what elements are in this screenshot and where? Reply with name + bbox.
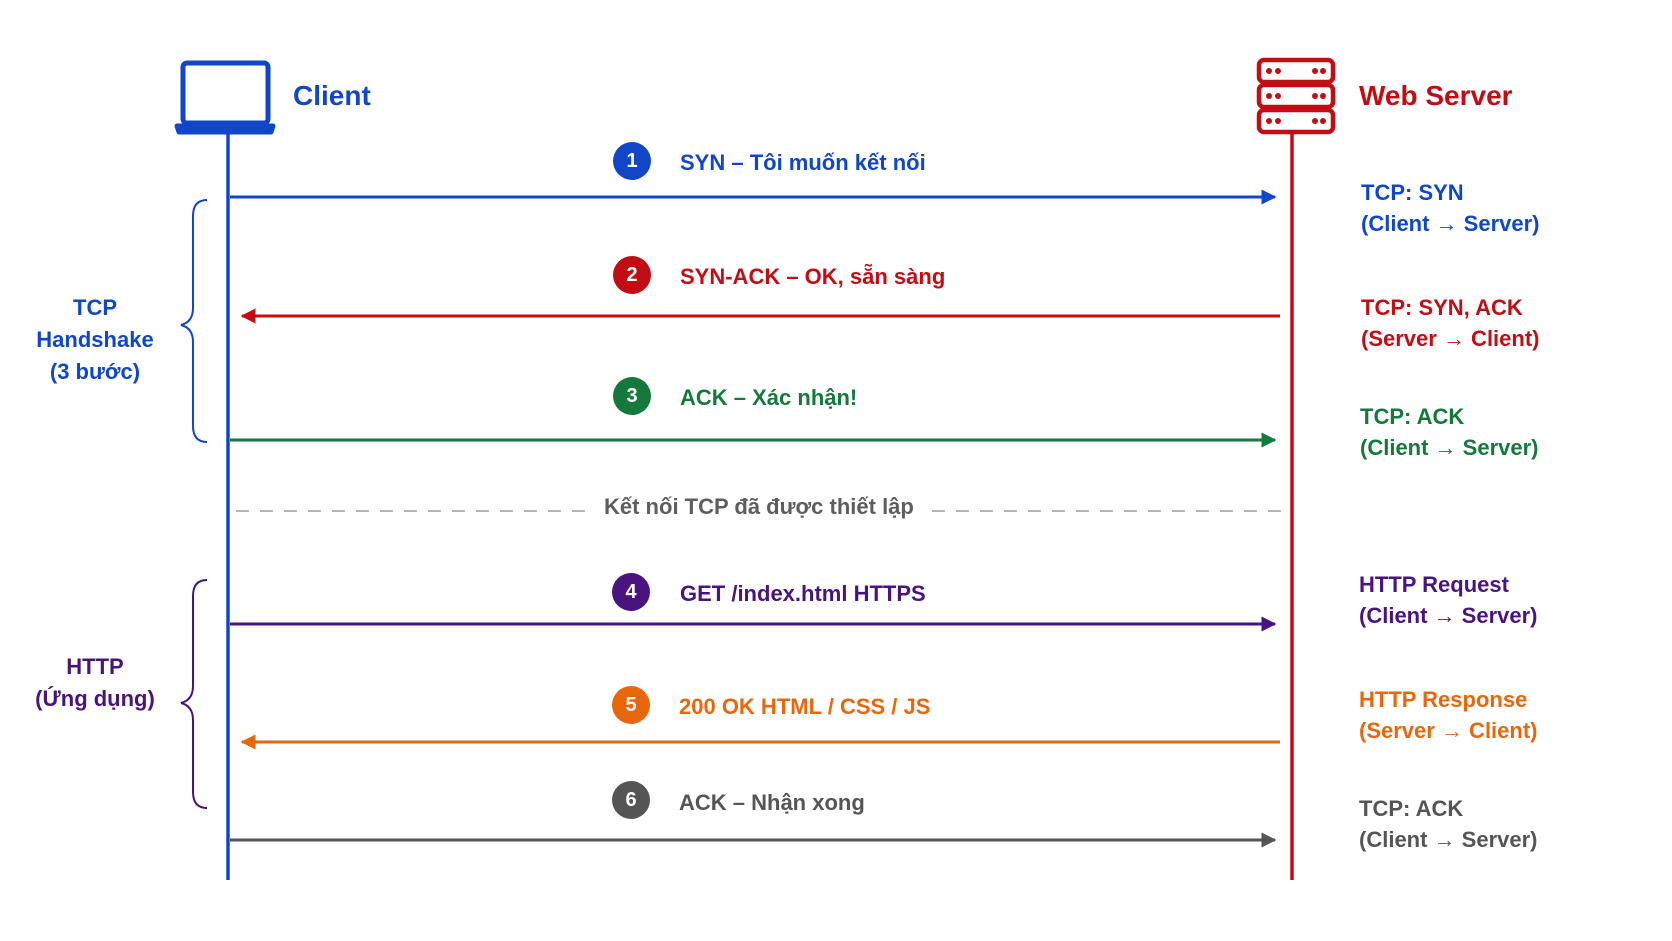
step-2-direction: (Server → Client): [1361, 326, 1540, 351]
tcp-handshake-brace: [180, 199, 208, 443]
step-1-label: SYN – Tôi muốn kết nối: [680, 150, 926, 175]
step-1-protocol: TCP: SYN: [1361, 180, 1464, 205]
tcp-handshake-label: TCP Handshake (3 bước): [20, 292, 170, 388]
step-2-label: SYN-ACK – OK, sẵn sàng: [680, 264, 946, 289]
step-6-protocol: TCP: ACK: [1359, 796, 1464, 821]
http-application-line-2: (Ứng dụng): [35, 686, 155, 711]
laptop-icon: [174, 60, 276, 135]
web-server-label: Web Server: [1359, 80, 1513, 111]
client-label: Client: [293, 80, 371, 111]
step-2-protocol-note: TCP: SYN, ACK (Server → Client): [1361, 292, 1540, 354]
step-1-badge: 1: [613, 142, 651, 180]
step-4-protocol-note: HTTP Request (Client → Server): [1359, 569, 1538, 631]
tcp-handshake-line-1: TCP: [73, 295, 117, 320]
http-application-label: HTTP (Ứng dụng): [20, 651, 170, 715]
step-4-protocol: HTTP Request: [1359, 572, 1509, 597]
step-6-badge: 6: [612, 781, 650, 819]
step-3-direction: (Client → Server): [1360, 435, 1539, 460]
step-6-protocol-note: TCP: ACK (Client → Server): [1359, 793, 1538, 855]
tcp-handshake-line-2: Handshake: [36, 327, 154, 352]
step-2-protocol: TCP: SYN, ACK: [1361, 295, 1523, 320]
tcp-handshake-line-3: (3 bước): [49, 359, 141, 384]
step-1-direction: (Client → Server): [1361, 211, 1540, 236]
step-5-protocol: HTTP Response: [1359, 687, 1528, 712]
step-5-label: 200 OK HTML / CSS / JS: [679, 694, 931, 719]
step-6-direction: (Client → Server): [1359, 827, 1538, 852]
step-3-protocol-note: TCP: ACK (Client → Server): [1360, 401, 1539, 463]
step-3-badge: 3: [613, 377, 651, 415]
step-4-badge: 4: [612, 573, 650, 611]
http-application-line-1: HTTP: [66, 654, 124, 679]
step-6-label: ACK – Nhận xong: [679, 790, 865, 815]
step-5-direction: (Server → Client): [1359, 718, 1538, 743]
step-5-protocol-note: HTTP Response (Server → Client): [1359, 684, 1538, 746]
step-5-badge: 5: [612, 686, 650, 724]
step-4-direction: (Client → Server): [1359, 603, 1538, 628]
server-rack-icon: [1256, 57, 1336, 135]
http-application-brace: [180, 579, 208, 809]
step-2-badge: 2: [613, 256, 651, 294]
connection-established-label: Kết nối TCP đã được thiết lập: [596, 494, 922, 520]
step-3-protocol: TCP: ACK: [1360, 404, 1465, 429]
step-1-protocol-note: TCP: SYN (Client → Server): [1361, 177, 1540, 239]
step-3-label: ACK – Xác nhận!: [680, 385, 858, 410]
step-4-label: GET /index.html HTTPS: [680, 581, 926, 606]
